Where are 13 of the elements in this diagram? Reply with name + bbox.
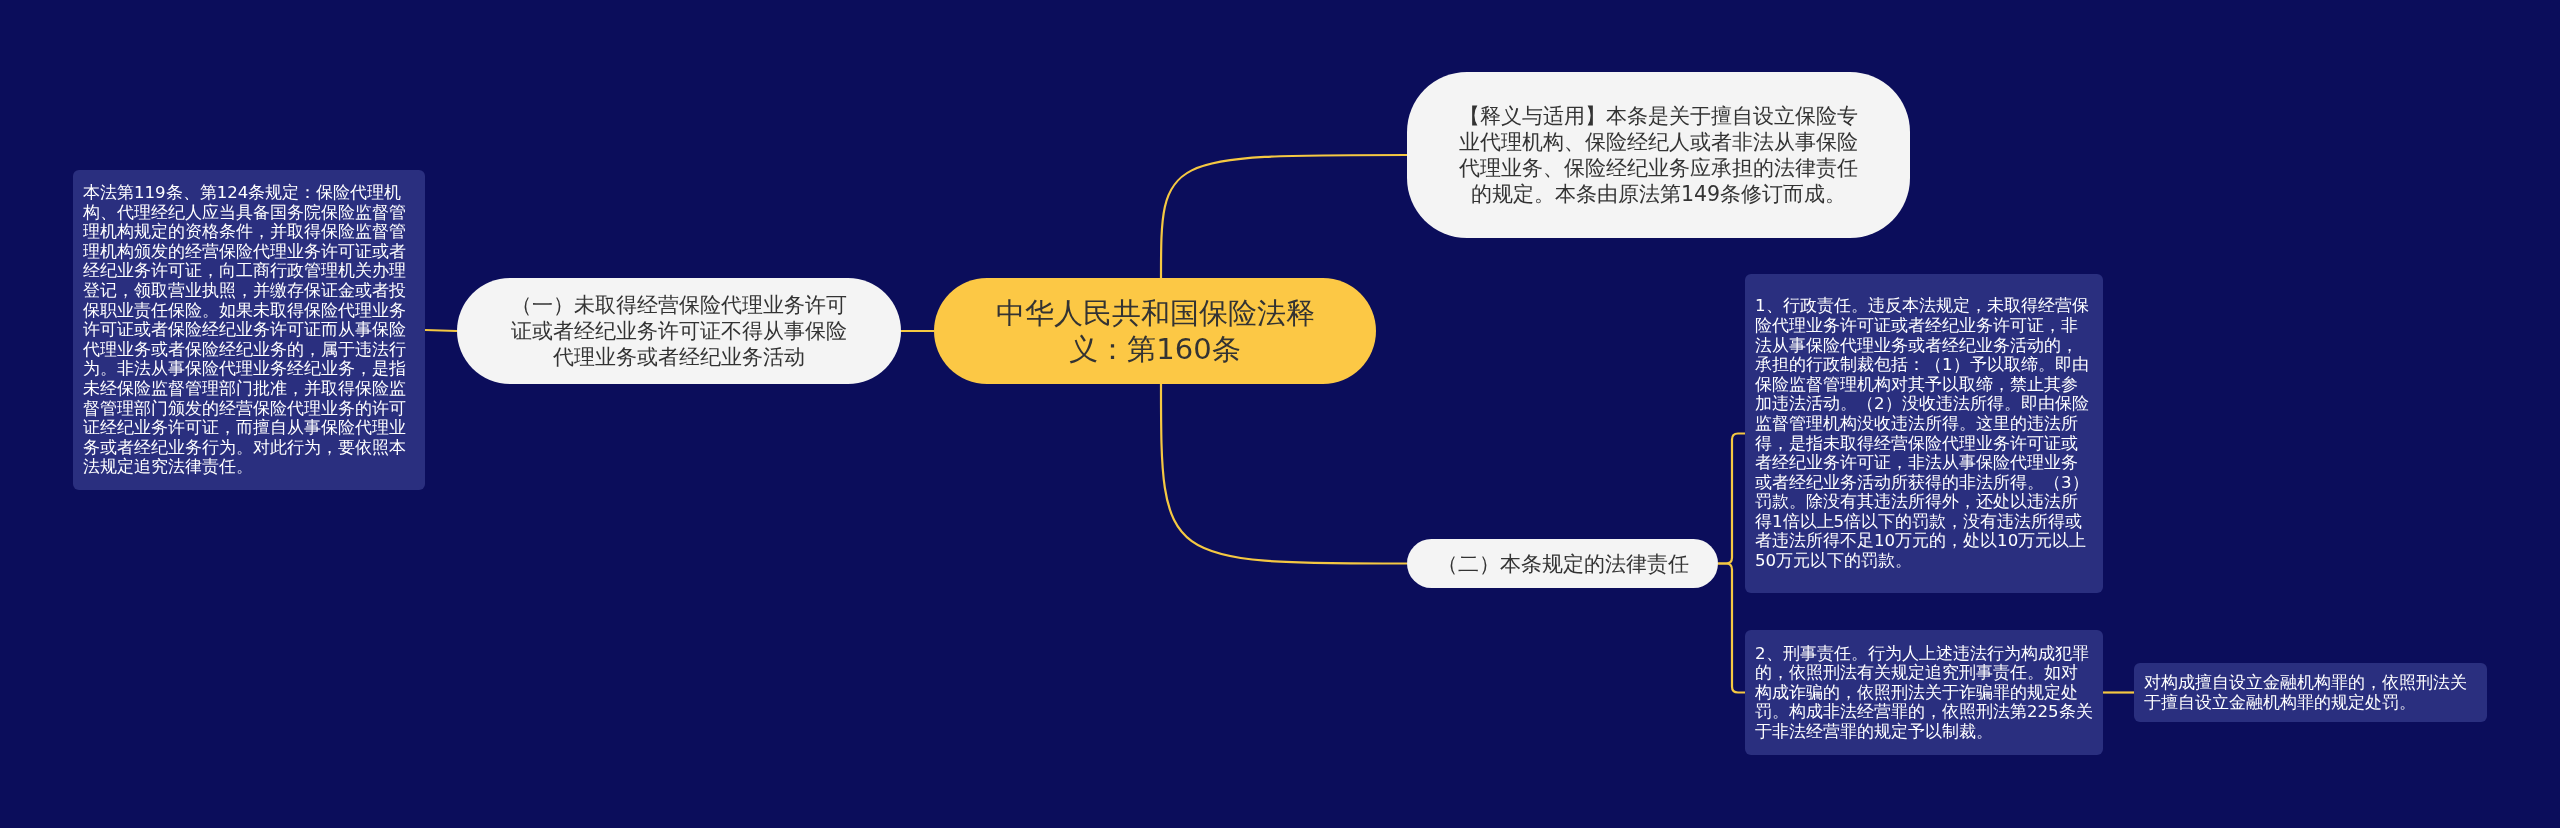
connector-line xyxy=(2103,691,2134,694)
text-card: 1、行政责任。违反本法规定，未取得经营保险代理业务许可证或者经纪业务许可证，非法从事保险代理业务或者经纪业务活动的，承担的行政制裁包括：（1）予以取缔。即由保险监督管理机构对其予以取缔，禁止其参加违法活动。（2）没收违法所得。即由保险监督管理机构没收违法所得。这里的违法所得，是指未取得经营保险代理业务许可证或者经纪业务许可证，非法从事保险代理业务或者经纪业务活动所获得的非法所得。（3）罚款。除没有其违法所得外，还处以违法所得1倍以上5倍以下的罚款，没有违法所得或者违法所得不足10万元的，处以10万元以上50万元以下的罚款。 xyxy=(1745,274,2103,593)
text-card: 本法第119条、第124条规定：保险代理机构、代理经纪人应当具备国务院保险监督管理机构规定的资格条件，并取得保险监督管理机构颁发的经营保险代理业务许可证或者经纪业务许可证，向工商行政管理机关办理登记，领取营业执照，并缴存保证金或者投保职业责任保险。如果未取得保险代理业务许可证或者保险经纪业务许可证而从事保险代理业务或者保险经纪业务的，属于违法行为。非法从事保险代理业务经纪业务，是指未经保险监督管理部门批准，并取得保险监督管理部门颁发的经营保险代理业务的许可证经纪业务许可证，而擅自从事保险代理业务或者经纪业务行为。对此行为，要依照本法规定追究法律责任。 xyxy=(73,170,425,490)
central-topic: 中华人民共和国保险法释义：第160条 xyxy=(934,278,1376,384)
connector-line xyxy=(901,329,934,333)
topic-bubble: （二）本条规定的法律责任 xyxy=(1407,539,1718,588)
topic-bubble: （一）未取得经营保险代理业务许可证或者经纪业务许可证不得从事保险代理业务或者经纪业务活动 xyxy=(457,278,901,384)
connector-line xyxy=(424,328,458,333)
text-card: 对构成擅自设立金融机构罪的，依照刑法关于擅自设立金融机构罪的规定处罚。 xyxy=(2134,663,2487,722)
text-card: 2、刑事责任。行为人上述违法行为构成犯罪的，依照刑法有关规定追究刑事责任。如对构成诈骗的，依照刑法关于诈骗罪的规定处罚。构成非法经营罪的，依照刑法第225条关于非法经营罪的规定予以制裁。 xyxy=(1745,630,2103,755)
connector-line xyxy=(1159,384,1407,565)
topic-bubble: 【释义与适用】本条是关于擅自设立保险专业代理机构、保险经纪人或者非法从事保险代理业务、保险经纪业务应承担的法律责任的规定。本条由原法第149条修订而成。 xyxy=(1407,72,1910,238)
connector-line xyxy=(1159,153,1407,278)
